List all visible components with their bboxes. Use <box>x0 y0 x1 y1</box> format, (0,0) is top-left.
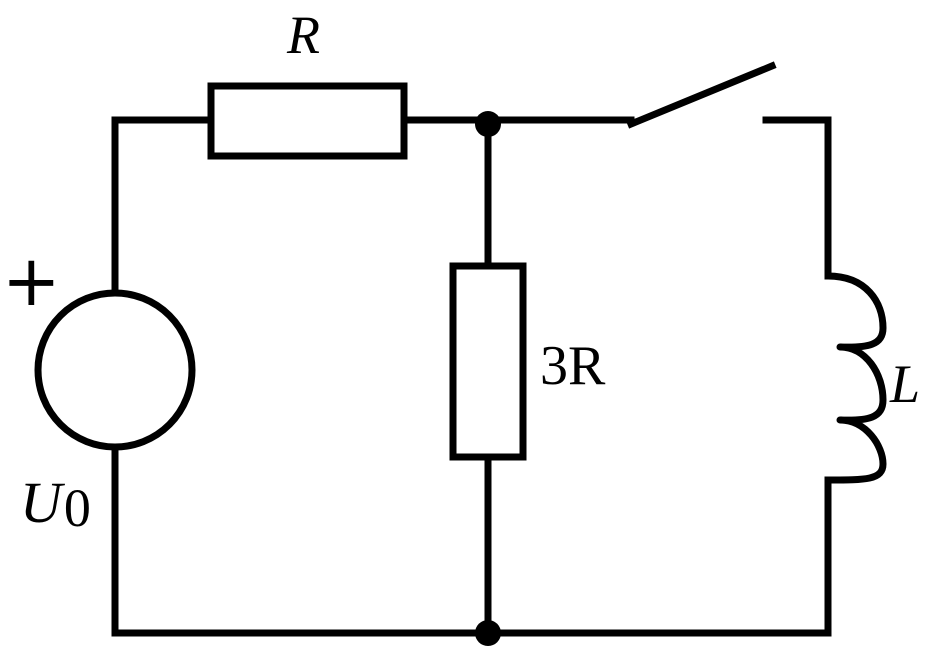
upper-junction-dot <box>475 111 501 137</box>
top-resistor-symbol <box>207 82 408 160</box>
inductor-label: L <box>890 354 921 414</box>
source-polarity-label: + <box>2 240 61 322</box>
switch-blade <box>626 61 777 129</box>
voltage-source-label: U0 <box>20 474 91 536</box>
middle-resistor-label: 3R <box>540 335 606 397</box>
inductor-symbol <box>827 272 887 484</box>
lower-junction-dot <box>475 620 501 646</box>
voltage-source-symbol <box>34 289 196 451</box>
middle-resistor-symbol <box>449 262 527 461</box>
voltage-source-subscript: 0 <box>63 478 91 538</box>
top-resistor-label: R <box>287 5 320 65</box>
right-wire-top <box>762 116 832 280</box>
voltage-source-main-label: U <box>20 470 62 535</box>
